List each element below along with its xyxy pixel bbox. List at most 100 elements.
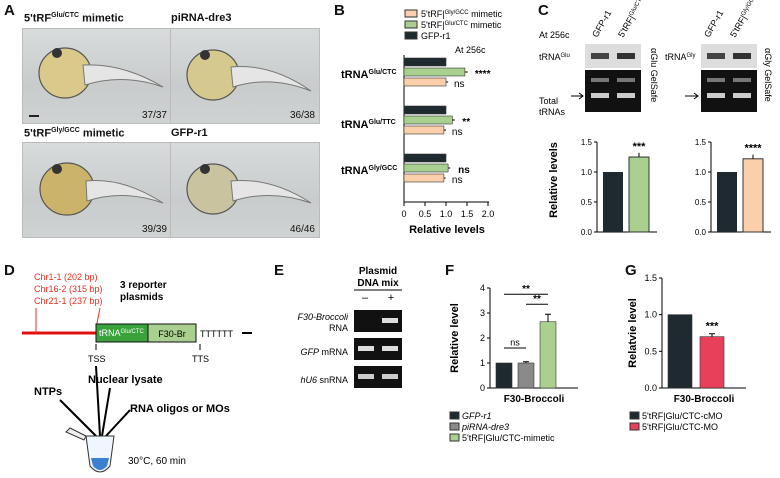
- e-band-2a: [358, 346, 374, 351]
- panel-e: Plasmid DNA mix – + F30-Broccoli RNA GFP…: [297, 266, 402, 388]
- fish-label-2: piRNA-dre3: [171, 12, 232, 24]
- c-tick-label: 0.5: [581, 198, 593, 207]
- arrow-oligos: [105, 409, 131, 437]
- reporter-label: 3 reporter: [120, 280, 167, 291]
- c-tick-label: 1.0: [695, 168, 707, 177]
- sig-1: **: [522, 284, 530, 295]
- tick-label: 4: [480, 283, 485, 293]
- sig-g: ***: [706, 320, 720, 332]
- legend-swatch: [449, 411, 460, 420]
- e-band-2b: [382, 346, 398, 351]
- fish-label-1: 5'tRFGlu/CTC mimetic: [24, 12, 124, 25]
- lane-right-2: 5'tRF|Gly/GCC-mimetic: [728, 0, 778, 39]
- tick-label: 0.5: [644, 346, 657, 356]
- blot-gly-band-1: [707, 53, 725, 59]
- gel-gly-b3: [707, 93, 725, 98]
- c-bar-treated: [628, 156, 650, 233]
- c-tick-label: 1.0: [581, 168, 593, 177]
- legend-gly: 5'tRF|Gly/GCC mimetic: [421, 9, 503, 19]
- b-sig-ns: ns: [452, 127, 463, 138]
- legend-gfp: GFP-r1: [421, 31, 451, 41]
- tick-label: 3: [480, 308, 485, 318]
- side-label-left: αGlu GelSafe: [649, 48, 659, 102]
- gel-glu-b4: [617, 93, 635, 98]
- group-label-2: tRNAGlu/TTC: [341, 119, 396, 131]
- c-tick-label: 0.5: [695, 198, 707, 207]
- site-1: Chr1-1 (202 bp): [34, 272, 98, 282]
- panel-label-a: A: [4, 2, 15, 19]
- blot-gly-band-2: [733, 53, 751, 59]
- count-1: 37/37: [141, 110, 167, 121]
- lane-left-1: GFP-r1: [590, 8, 613, 39]
- e-gel-2: [354, 338, 402, 360]
- y-label: Relatvie level: [627, 298, 639, 368]
- legend-swatch: [449, 422, 460, 431]
- total-label-2: tRNAs: [539, 107, 566, 117]
- embryo-image-2: 36/38: [170, 28, 320, 124]
- legend-glu: 5'tRF|Glu/CTC mimetic: [421, 20, 502, 30]
- b-x-label: Relative levels: [409, 224, 485, 236]
- e-row-3: hU6 snRNA: [300, 375, 348, 385]
- e-row-2: GFP mRNA: [300, 347, 348, 357]
- gel-gly: [701, 70, 757, 112]
- e-gel-1: [354, 310, 402, 332]
- gel-glu-b2: [617, 78, 635, 82]
- c-bar-control: [603, 172, 623, 232]
- legend-swatch-gly: [404, 9, 418, 18]
- fish-label-3: 5'tRFGly/GCC mimetic: [24, 127, 125, 140]
- e-row-1b: RNA: [329, 323, 348, 333]
- tick-label: 1: [480, 358, 485, 368]
- b-bar: [403, 105, 447, 115]
- reporter-label-2: plasmids: [120, 292, 164, 303]
- tube-lid: [65, 427, 87, 441]
- tss-label: TSS: [88, 354, 106, 364]
- b-sig: ****: [475, 69, 491, 80]
- blot-glu-band-2: [617, 53, 635, 59]
- group-label-3: tRNAGly/GCC: [341, 165, 397, 177]
- e-band-3a: [358, 374, 374, 379]
- c-tick-label: 0.0: [695, 228, 707, 237]
- b-bar: [403, 153, 447, 163]
- count-2: 36/38: [289, 110, 315, 121]
- legend-label: GFP-r1: [462, 411, 492, 421]
- ntps-label: NTPs: [34, 386, 62, 398]
- panel-label-e: E: [274, 262, 285, 279]
- stage-label-b: At 256c: [455, 45, 486, 55]
- panel-d: Chr1-1 (202 bp) Chr16-2 (315 bp) Chr21-1…: [22, 272, 252, 473]
- b-bar: [403, 77, 447, 87]
- arrow-left: [571, 92, 584, 100]
- b-sig: **: [462, 117, 470, 128]
- bar-2: [539, 321, 557, 389]
- legend-label: 5'tRF|Glu/CTC-cMO: [642, 411, 723, 421]
- legend-label: 5'tRF|Glu/CTC-mimetic: [462, 433, 555, 443]
- b-tick-label: 1.0: [440, 209, 453, 219]
- gel-gly-b2: [733, 78, 751, 82]
- panel-label-g: G: [625, 262, 637, 279]
- group-label-1: tRNAGlu/CTC: [341, 69, 397, 81]
- count-3: 39/39: [141, 224, 167, 235]
- b-tick-label: 0.5: [419, 209, 432, 219]
- e-band-3b: [382, 374, 398, 379]
- lane-right-1: GFP-r1: [702, 8, 725, 39]
- c-sig: ***: [633, 141, 647, 153]
- panel-label-c: C: [538, 2, 549, 19]
- b-sig-ns: ns: [452, 175, 463, 186]
- gel-glu-b3: [591, 93, 609, 98]
- embryo-image-4: 46/46: [170, 142, 320, 238]
- total-label-1: Total: [539, 96, 558, 106]
- stage-label-c: At 256c: [539, 30, 570, 40]
- b-tick-label: 1.5: [461, 209, 474, 219]
- sig-ns: ns: [510, 338, 520, 348]
- lane-left-2: 5'tRF|Glu/CTC-mimetic: [616, 0, 665, 39]
- b-sig-ns: ns: [454, 79, 465, 90]
- tick-label: 1.5: [644, 273, 657, 283]
- legend-swatch-gfp: [404, 31, 418, 40]
- lysate-label: Nuclear lysate: [88, 374, 163, 386]
- b-bar: [403, 125, 445, 135]
- embryo-image-1: 37/37: [22, 28, 172, 124]
- bar-1: [699, 336, 725, 389]
- f30-box: [147, 323, 197, 343]
- c-tick-label: 0.0: [581, 228, 593, 237]
- b-bar: [403, 115, 453, 125]
